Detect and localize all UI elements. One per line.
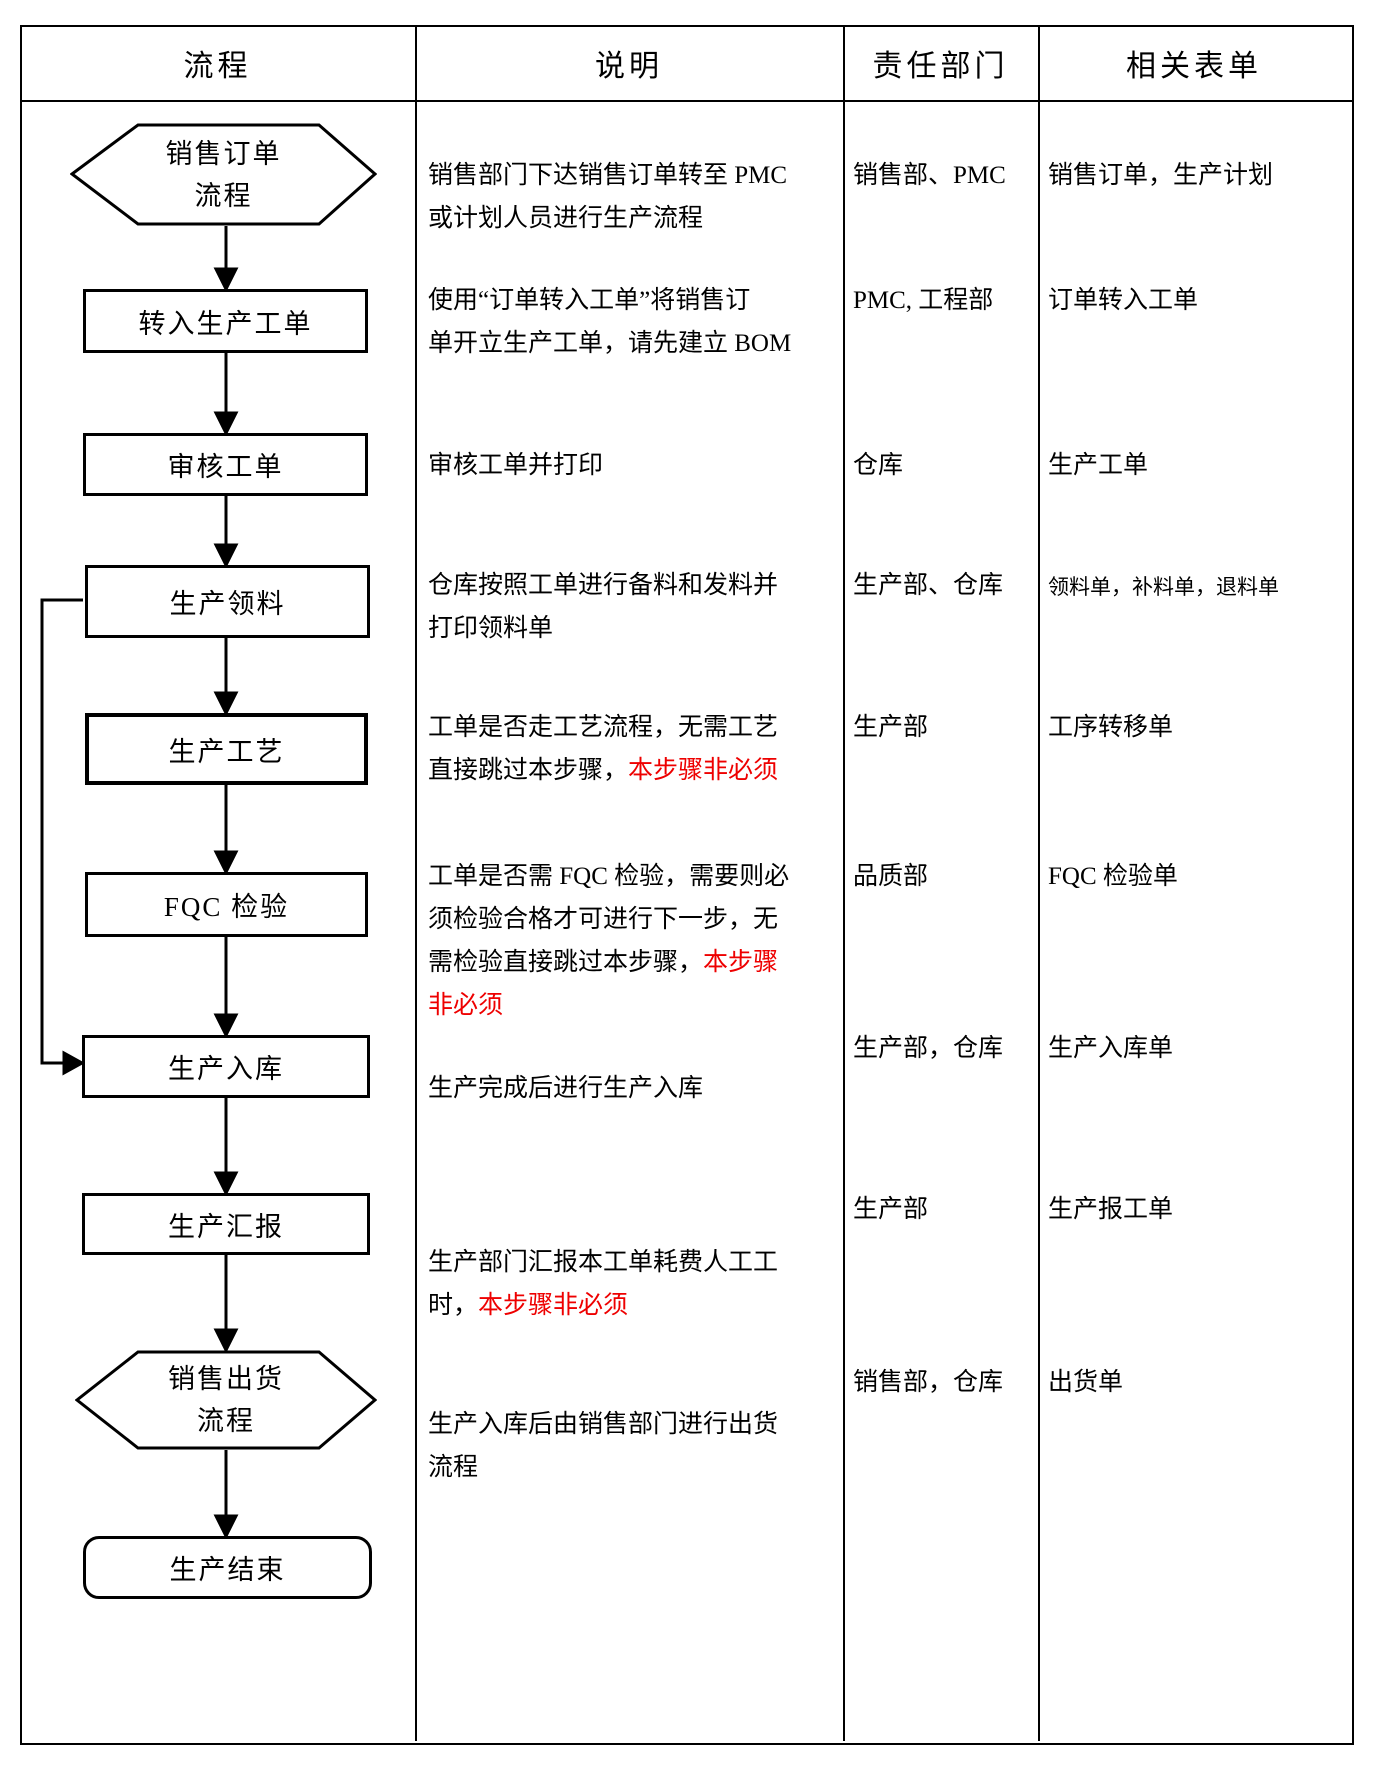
flow-box-end: 生产结束 <box>83 1536 372 1599</box>
desc-row-to-work-order: 使用“订单转入工单”将销售订 单开立生产工单，请先建立 BOM <box>428 287 792 357</box>
forms-row-fqc: FQC 检验单 <box>1048 863 1178 890</box>
forms-row-sales-order: 销售订单，生产计划 <box>1048 162 1274 189</box>
flow-box-to-work-order: 转入生产工单 <box>83 289 368 353</box>
dept-row-sales-order: 销售部、PMC <box>853 162 1006 189</box>
desc-row-sales-order: 销售部门下达销售订单转至 PMC 或计划人员进行生产流程 <box>428 162 788 232</box>
forms-row-picking: 领料单，补料单，退料单 <box>1048 575 1279 599</box>
forms-row-report: 生产报工单 <box>1048 1196 1174 1223</box>
dept-row-process: 生产部 <box>853 714 929 741</box>
dept-row-picking: 生产部、仓库 <box>853 572 1004 599</box>
forms-row-shipping: 出货单 <box>1048 1369 1124 1396</box>
desc-row-report: 生产部门汇报本工单耗费人工工 时，本步骤非必须 <box>428 1249 779 1319</box>
flow-box-report: 生产汇报 <box>82 1193 370 1255</box>
column-header-flow: 流程 <box>183 49 252 83</box>
desc-row-picking: 仓库按照工单进行备料和发料并 打印领料单 <box>428 572 779 642</box>
desc-row-process: 工单是否走工艺流程，无需工艺 直接跳过本步骤，本步骤非必须 <box>428 714 779 784</box>
header-divider <box>20 100 1352 102</box>
desc-row-fqc: 工单是否需 FQC 检验，需要则必 须检验合格才可进行下一步，无 需检验直接跳过… <box>428 855 840 1027</box>
column-divider-flow-desc <box>415 25 417 1741</box>
forms-row-instock: 生产入库单 <box>1048 1035 1174 1062</box>
hexagon-shape <box>75 1350 377 1450</box>
column-divider-desc-dept <box>843 25 845 1741</box>
dept-row-to-work-order: PMC, 工程部 <box>853 287 994 314</box>
red-note-optional: 非必须 <box>428 992 504 1019</box>
flow-hexagon-shipping-label-line2: 流程 <box>197 1406 255 1436</box>
flow-hexagon-shipping-label-line1: 销售出货 <box>168 1364 284 1394</box>
red-note-optional: 本步骤非必须 <box>478 1292 629 1319</box>
flow-box-picking: 生产领料 <box>85 565 370 638</box>
column-header-dept: 责任部门 <box>872 49 1009 83</box>
table-outer-border <box>20 25 1354 1745</box>
forms-row-audit: 生产工单 <box>1048 452 1149 479</box>
red-note-optional: 本步骤非必须 <box>628 757 779 784</box>
dept-row-shipping: 销售部，仓库 <box>853 1369 1004 1396</box>
dept-row-instock: 生产部，仓库 <box>853 1035 1004 1062</box>
flow-hexagon-shipping: 销售出货 流程 <box>75 1350 377 1450</box>
red-note-optional: 本步骤 <box>703 949 779 976</box>
flow-box-audit: 审核工单 <box>83 433 368 496</box>
column-divider-dept-forms <box>1038 25 1040 1741</box>
desc-row-shipping: 生产入库后由销售部门进行出货 流程 <box>428 1411 779 1481</box>
forms-row-to-work-order: 订单转入工单 <box>1048 287 1199 314</box>
column-header-forms: 相关表单 <box>1126 49 1262 83</box>
flow-box-fqc: FQC 检验 <box>85 872 368 937</box>
forms-row-process: 工序转移单 <box>1048 714 1174 741</box>
column-header-desc: 说明 <box>595 49 663 83</box>
flow-hexagon-sales-order-label-line1: 销售订单 <box>165 138 282 169</box>
hexagon-shape <box>70 123 377 226</box>
flow-box-instock: 生产入库 <box>82 1035 370 1098</box>
desc-row-audit: 审核工单并打印 <box>428 452 604 479</box>
flow-hexagon-sales-order-label-line2: 流程 <box>194 180 253 211</box>
dept-row-audit: 仓库 <box>853 452 904 479</box>
flow-hexagon-sales-order: 销售订单 流程 <box>70 123 377 226</box>
desc-row-instock: 生产完成后进行生产入库 <box>428 1075 704 1102</box>
dept-row-report: 生产部 <box>853 1196 929 1223</box>
dept-row-fqc: 品质部 <box>853 863 929 890</box>
flow-box-process: 生产工艺 <box>85 713 368 785</box>
